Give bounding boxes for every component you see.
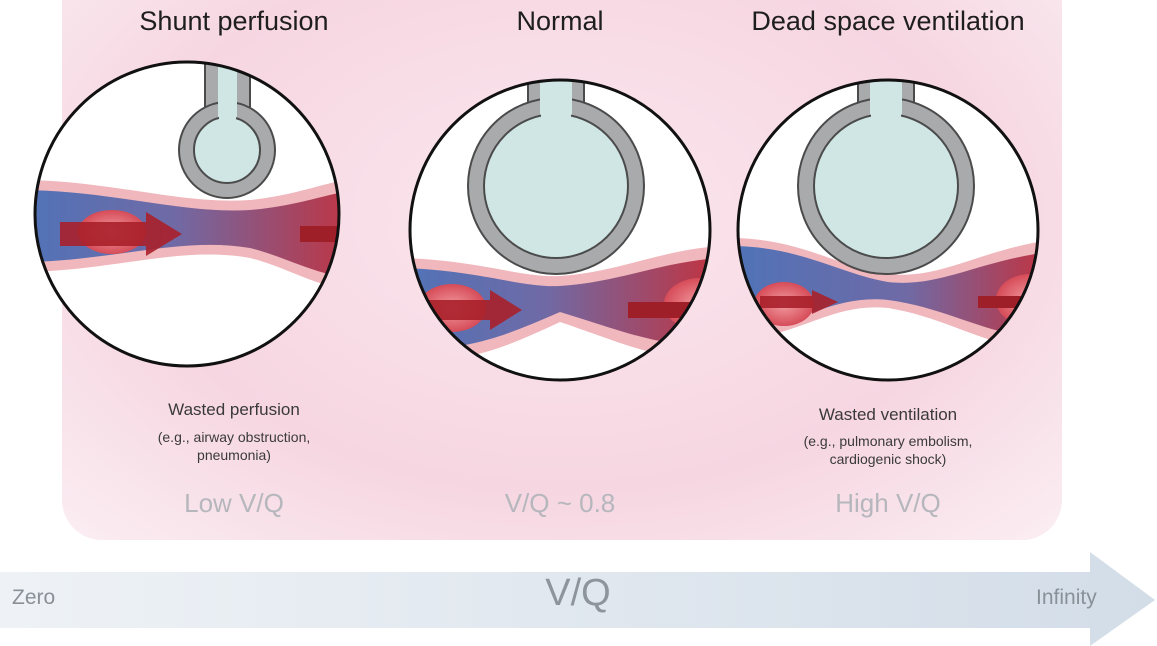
blood-flow-arrow	[628, 302, 718, 318]
caption-line: (e.g., airway obstruction,	[64, 428, 404, 446]
axis-label-vq: V/Q	[478, 572, 678, 615]
axis-label-zero: Zero	[12, 586, 55, 610]
normal-circle	[400, 70, 736, 380]
caption-wasted-ventilation: Wasted ventilation	[718, 405, 1058, 425]
panel-title-dead-space: Dead space ventilation	[718, 6, 1058, 37]
blood-flow-arrow	[978, 296, 1048, 308]
panel-title-normal: Normal	[390, 6, 730, 37]
caption-wasted-perfusion-examples: (e.g., airway obstruction, pneumonia)	[64, 428, 404, 464]
alveolus	[194, 117, 260, 183]
axis-label-infinity: Infinity	[1036, 586, 1097, 610]
alveolus	[814, 114, 958, 258]
caption-line: pneumonia)	[64, 446, 404, 464]
caption-line: cardiogenic shock)	[718, 450, 1058, 468]
alveolus	[484, 114, 628, 258]
caption-line: (e.g., pulmonary embolism,	[718, 432, 1058, 450]
dead-space-circle	[730, 70, 1064, 380]
ratio-label-normal: V/Q ~ 0.8	[390, 488, 730, 519]
caption-wasted-ventilation-examples: (e.g., pulmonary embolism, cardiogenic s…	[718, 432, 1058, 468]
blood-flow-arrow	[300, 226, 380, 242]
panel-title-shunt: Shunt perfusion	[64, 6, 404, 37]
ratio-label-low: Low V/Q	[64, 488, 404, 519]
red-blood-cell	[336, 208, 408, 260]
shunt-perfusion-circle	[20, 60, 408, 366]
caption-wasted-perfusion: Wasted perfusion	[64, 400, 404, 420]
ratio-label-high: High V/Q	[718, 488, 1058, 519]
